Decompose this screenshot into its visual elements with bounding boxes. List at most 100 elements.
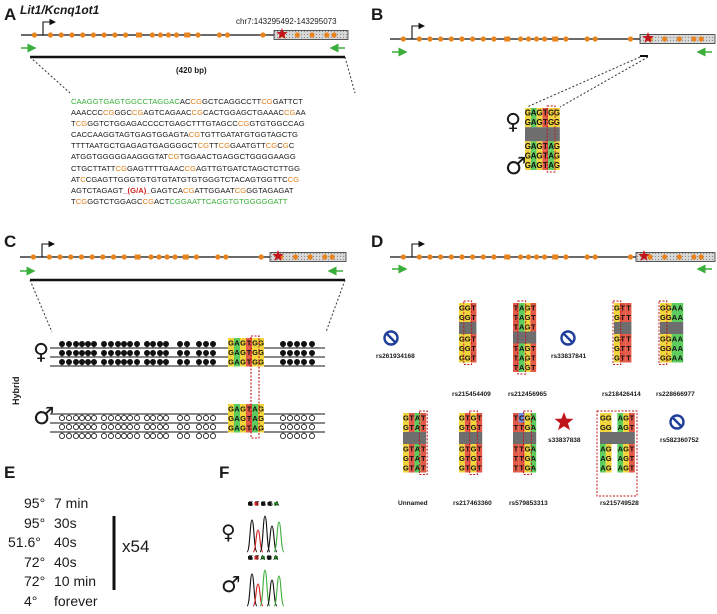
pcr-step-time: forever — [54, 592, 98, 609]
base-cell — [619, 303, 626, 313]
methylated-cpg — [308, 358, 315, 365]
snp-highlight-box — [418, 410, 428, 475]
unmethylated-cpg — [127, 414, 134, 421]
base-cell — [258, 423, 264, 433]
methylated-cpg — [127, 349, 134, 356]
cpg-site-marker — [427, 36, 433, 42]
tss-arrow — [42, 18, 57, 35]
cpg-site-marker — [592, 36, 598, 42]
base-cell — [470, 353, 477, 363]
base-cell — [240, 423, 246, 433]
methylated-cpg — [73, 340, 80, 347]
methylated-cpg — [91, 349, 98, 356]
base-cell — [660, 353, 666, 363]
base-letter: G — [614, 304, 620, 313]
base-cell — [548, 150, 554, 161]
base-cell — [464, 453, 471, 463]
base-cell — [408, 422, 415, 432]
allele-separator-bar — [459, 322, 477, 334]
sequence-segment: TGGAACTGAGGCTGGGGAAGG — [179, 152, 296, 162]
methylated-cpg — [293, 340, 300, 347]
base-letter: G — [459, 454, 465, 463]
base-cell — [600, 413, 606, 423]
allele-separator-bar — [513, 331, 537, 344]
pcr-step-temperature: 72° — [24, 553, 46, 570]
sequence-segment: CG — [188, 130, 201, 140]
base-cell — [660, 303, 666, 313]
cpg-site-marker — [504, 254, 511, 260]
base-cell — [524, 362, 531, 372]
methylated-cpg — [73, 349, 80, 356]
cpg-target-star — [272, 250, 284, 261]
absent-snp-icon — [672, 417, 682, 427]
methylated-cpg — [209, 358, 216, 365]
base-cell — [513, 422, 519, 432]
base-cell — [513, 343, 519, 353]
base-cell — [629, 453, 635, 463]
base-cell — [671, 312, 678, 322]
cpg-site-marker — [427, 254, 433, 260]
base-cell — [252, 347, 258, 357]
base-cell — [252, 413, 258, 423]
snp-label: rs212456965 — [508, 391, 547, 398]
base-letter: T — [247, 339, 252, 348]
base-cell — [625, 312, 632, 322]
base-letter: A — [678, 354, 684, 363]
base-letter: A — [531, 118, 537, 127]
methylated-cpg — [149, 349, 156, 356]
unmethylated-cpg — [279, 432, 286, 439]
base-cell — [530, 343, 537, 353]
base-letter: A — [531, 464, 537, 473]
unmethylated-cpg — [115, 414, 122, 421]
base-letter: G — [525, 118, 531, 127]
base-cell — [459, 413, 465, 423]
base-letter: G — [471, 414, 477, 423]
unmethylated-cpg — [101, 423, 108, 430]
cpg-site-marker — [260, 32, 266, 38]
snp-highlight-box — [596, 410, 638, 497]
cpg-site-marker — [533, 36, 540, 42]
cpg-site-marker — [135, 32, 142, 38]
base-letter: T — [620, 313, 625, 322]
methylated-cpg — [121, 349, 128, 356]
unmethylated-cpg — [73, 423, 80, 430]
base-cell — [614, 312, 620, 322]
cpg-site-marker — [691, 36, 697, 42]
cpg-site-marker — [223, 254, 229, 260]
cpg-site-marker — [69, 32, 75, 38]
methylated-cpg — [91, 358, 98, 365]
sequence-segment: ACT — [154, 196, 170, 206]
cpg-site-marker — [698, 36, 704, 42]
base-letter: G — [240, 339, 246, 348]
sequence-segment: TTTTAATGCTGAGAGTGAGGGGCT — [71, 141, 198, 151]
methylated-cpg — [202, 340, 209, 347]
base-letter: T — [514, 354, 519, 363]
methylated-cpg — [209, 340, 216, 347]
cpg-site-marker — [31, 32, 38, 38]
base-letter: G — [525, 161, 531, 170]
base-letter: G — [465, 304, 471, 313]
cpg-site-marker — [627, 254, 634, 260]
cpg-site-marker — [517, 36, 524, 42]
base-cell — [228, 404, 234, 414]
base-cell — [403, 453, 409, 463]
base-letter: G — [228, 405, 234, 414]
base-letter: A — [531, 423, 537, 432]
unmethylated-cpg — [293, 423, 300, 430]
base-letter: G — [258, 414, 264, 423]
unmethylated-cpg — [133, 423, 140, 430]
methylated-cpg — [308, 349, 315, 356]
unmethylated-cpg — [286, 414, 293, 421]
base-letter: A — [548, 142, 554, 151]
base-letter: G — [525, 323, 531, 332]
base-cell — [420, 463, 427, 473]
snp-highlight-box — [517, 300, 527, 375]
unmethylated-cpg — [121, 423, 128, 430]
unmethylated-cpg — [59, 432, 66, 439]
sequence-segment: CG — [115, 163, 127, 173]
methylated-cpg — [293, 358, 300, 365]
base-letter: G — [606, 445, 612, 454]
snp-highlight-box — [658, 300, 668, 365]
cpg-site-marker — [627, 36, 634, 42]
base-cell — [252, 404, 258, 414]
